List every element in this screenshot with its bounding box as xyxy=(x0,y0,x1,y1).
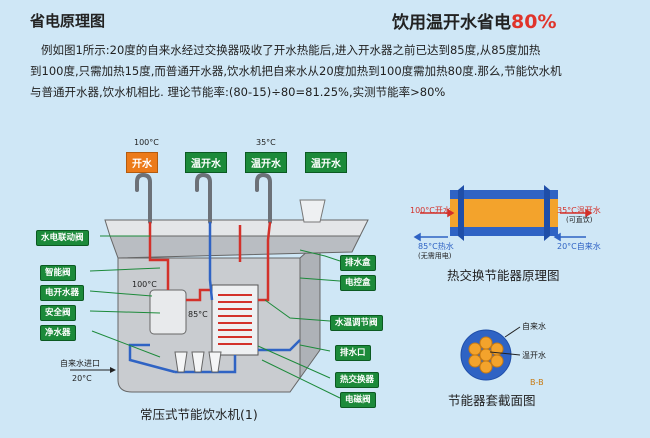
label-electric-boiler: 电开水器 xyxy=(40,285,85,301)
hot-pipes xyxy=(148,221,272,302)
exchanger-flange-left xyxy=(458,185,464,241)
water-filters xyxy=(174,351,222,373)
tap-label-warm-1: 温开水 xyxy=(185,152,227,173)
section-tubes xyxy=(468,336,504,374)
tap-label-boiling: 开水 xyxy=(126,152,158,173)
headline: 饮用温开水省电80% xyxy=(392,8,556,33)
exchanger-caption: 热交换节能器原理图 xyxy=(447,268,560,283)
section-label-tap: 自来水 xyxy=(522,322,546,331)
paragraph-line-3: 与普通开水器,饮水机相比. 理论节能率:(80-15)÷80=81.25%,实测… xyxy=(30,85,446,99)
label-water-purifier: 净水器 xyxy=(40,325,76,341)
machine-caption: 常压式节能饮水机(1) xyxy=(140,407,258,422)
tap-label-warm-3: 温开水 xyxy=(305,152,347,173)
temp-boiling: 100°C xyxy=(134,138,159,147)
taps xyxy=(135,172,272,224)
label-drain-outlet: 排水口 xyxy=(335,345,371,361)
section-leaders xyxy=(489,326,521,356)
page-title: 省电原理图 xyxy=(30,12,106,30)
inlet-temp: 20°C xyxy=(72,374,92,383)
cabinet-side xyxy=(299,238,321,380)
exchanger-inner xyxy=(450,199,558,227)
sink-top xyxy=(104,219,369,237)
headline-percent: 80% xyxy=(511,11,557,33)
inlet-arrow-head xyxy=(110,367,116,373)
headline-text: 饮用温开水省电 xyxy=(392,13,511,33)
paragraph-line-2: 到100度,只需加热15度,而普通开水器,饮水机把自来水从20度加热到100度需… xyxy=(30,64,562,78)
inlet-label: 自来水进口 xyxy=(60,359,100,368)
label-control-box: 电控盒 xyxy=(340,275,376,291)
label-temp-valve: 水温调节阀 xyxy=(330,315,383,331)
right-leaders xyxy=(257,249,341,399)
exchanger-bottom-left: 85°C热水 xyxy=(418,242,454,251)
label-heat-exchanger: 热交换器 xyxy=(335,372,380,388)
exchanger-top-right-note: (可直饮) xyxy=(566,216,593,224)
label-linkage-valve: 水电联动阀 xyxy=(36,230,89,246)
left-leaders xyxy=(89,235,161,358)
exchanger-top-right: 35°C温开水 xyxy=(557,206,601,215)
sink-tray xyxy=(109,235,361,259)
section-caption: 节能器套截面图 xyxy=(448,393,536,408)
exchanger-cold-arrows xyxy=(413,232,586,242)
exchanger-top-left: 100°C开水 xyxy=(410,206,451,215)
cup xyxy=(299,199,326,223)
exchanger-flange-right xyxy=(544,185,550,241)
label-solenoid-valve: 电磁阀 xyxy=(340,392,376,408)
label-drain-box: 排水盒 xyxy=(340,255,376,271)
section-mark: B-B xyxy=(530,378,544,387)
temp-warm: 35°C xyxy=(256,138,276,147)
inner-temp-85: 85°C xyxy=(188,310,208,319)
inner-temp-100: 100°C xyxy=(132,280,157,289)
tap-label-warm-2: 温开水 xyxy=(245,152,287,173)
section-label-warm: 温开水 xyxy=(522,351,546,360)
explanation-paragraph: 例如图1所示:20度的自来水经过交换器吸收了开水热能后,进入开水器之前已达到85… xyxy=(30,40,630,103)
label-smart-valve: 智能阀 xyxy=(40,265,76,281)
label-safety-valve: 安全阀 xyxy=(40,305,76,321)
paragraph-line-1: 例如图1所示:20度的自来水经过交换器吸收了开水热能后,进入开水器之前已达到85… xyxy=(40,43,541,57)
coil xyxy=(218,294,252,345)
exchanger-bottom-right: 20°C自来水 xyxy=(557,242,601,251)
boiler-tank xyxy=(149,289,187,335)
exchanger-bottom-left-note: (无需用电) xyxy=(418,252,452,260)
exchanger-hot-arrows xyxy=(420,208,593,218)
